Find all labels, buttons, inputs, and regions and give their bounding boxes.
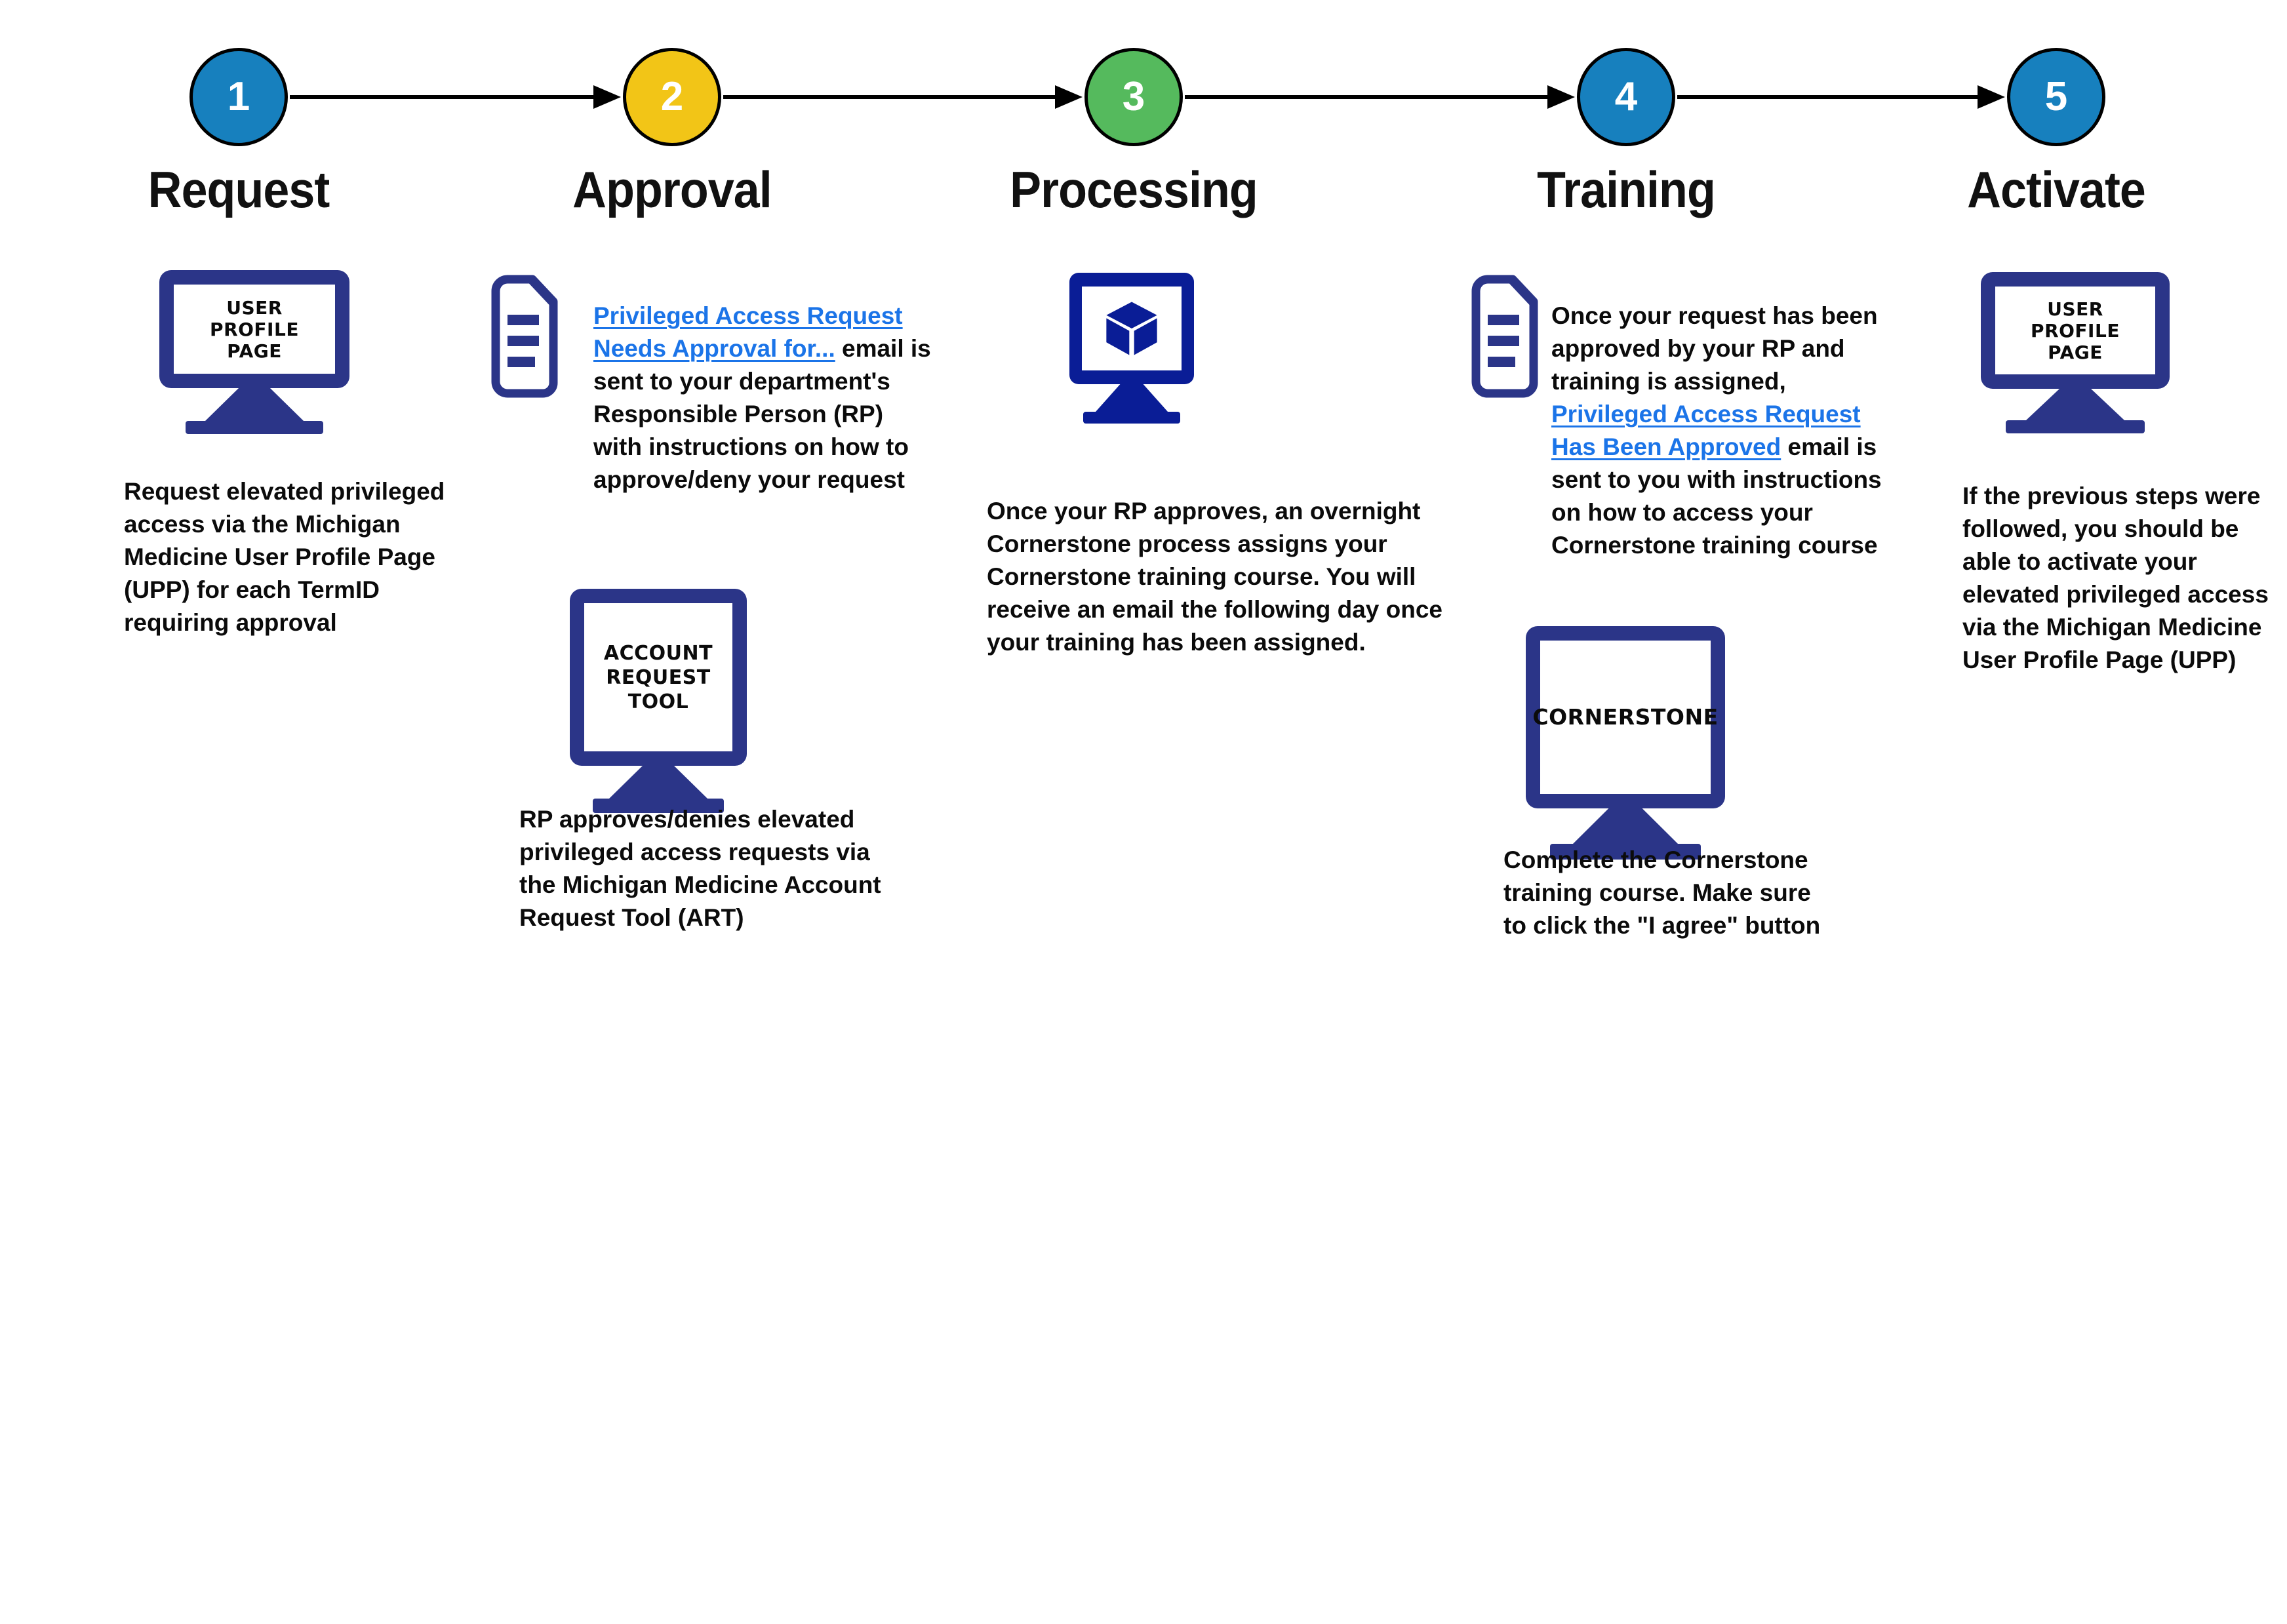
- step-circle-4: 4: [1577, 48, 1675, 146]
- step-circle-2: 2: [623, 48, 721, 146]
- email-document-icon: [491, 275, 558, 398]
- monitor-bezel: [1069, 273, 1194, 384]
- monitor-base: [1550, 844, 1701, 860]
- step-number-4: 4: [1614, 74, 1638, 119]
- monitor-icon-account-request-tool: ACCOUNT REQUEST TOOL: [570, 589, 747, 813]
- monitor-screen: USER PROFILE PAGE: [174, 285, 335, 374]
- monitor-bezel: ACCOUNT REQUEST TOOL: [570, 589, 747, 766]
- training-email-text: Once your request has been approved by y…: [1551, 300, 1892, 562]
- monitor-icon-user-profile-page: USER PROFILE PAGE: [1981, 272, 2170, 433]
- step-circle-5: 5: [2007, 48, 2105, 146]
- monitor-screen: [1082, 287, 1182, 370]
- cube-icon: [1106, 302, 1157, 355]
- monitor-screen-label: USER PROFILE PAGE: [210, 296, 299, 362]
- monitor-stand: [1096, 384, 1168, 412]
- monitor-bezel: CORNERSTONE: [1526, 626, 1725, 808]
- monitor-screen-label: ACCOUNT REQUEST TOOL: [603, 641, 713, 713]
- arrow-icon-1: [290, 85, 621, 109]
- training-email-text-after: email is sent to you with instructions o…: [1551, 433, 1882, 559]
- monitor-base: [1083, 412, 1180, 424]
- arrow-icon-3: [1185, 85, 1575, 109]
- step-number-3: 3: [1122, 74, 1145, 119]
- approval-email-text-after: email is sent to your department's Respo…: [593, 335, 931, 493]
- monitor-screen: CORNERSTONE: [1532, 641, 1718, 794]
- step-title-activate: Activate: [1967, 161, 2146, 218]
- monitor-stand: [1573, 808, 1678, 844]
- monitor-base: [186, 421, 323, 434]
- monitor-stand: [2026, 389, 2124, 420]
- arrow-icon-2: [723, 85, 1083, 109]
- monitor-screen: ACCOUNT REQUEST TOOL: [584, 603, 732, 751]
- training-email-text-before: Once your request has been approved by y…: [1551, 302, 1878, 395]
- request-description: Request elevated privileged access via t…: [124, 478, 445, 636]
- monitor-stand: [609, 766, 707, 799]
- monitor-icon-cornerstone: CORNERSTONE: [1526, 626, 1725, 860]
- step-title-approval: Approval: [572, 161, 772, 218]
- step-number-5: 5: [2044, 74, 2068, 119]
- approval-email-text: Privileged Access Request Needs Approval…: [593, 300, 934, 496]
- monitor-screen: USER PROFILE PAGE: [1995, 287, 2155, 374]
- step-circle-1: 1: [189, 48, 288, 146]
- monitor-stand: [205, 388, 304, 421]
- monitor-bezel: USER PROFILE PAGE: [1981, 272, 2170, 389]
- training-email-link[interactable]: Privileged Access Request Has Been Appro…: [1551, 401, 1861, 460]
- processing-description: Once your RP approves, an overnight Corn…: [987, 498, 1442, 656]
- monitor-screen-label: CORNERSTONE: [1532, 704, 1719, 730]
- step-number-2: 2: [660, 74, 684, 119]
- monitor-base: [2006, 420, 2145, 433]
- activate-description: If the previous steps were followed, you…: [1962, 483, 2269, 673]
- arrow-icon-4: [1677, 85, 2005, 109]
- step-title-processing: Processing: [1010, 161, 1258, 218]
- monitor-icon-processing: [1069, 273, 1194, 424]
- step-title-training: Training: [1537, 161, 1716, 218]
- training-cornerstone-description: Complete the Cornerstone training course…: [1503, 846, 1821, 939]
- step-number-1: 1: [227, 74, 250, 119]
- monitor-icon-user-profile-page: USER PROFILE PAGE: [159, 270, 349, 434]
- step-circle-3: 3: [1084, 48, 1183, 146]
- monitor-screen-label: USER PROFILE PAGE: [2031, 298, 2120, 363]
- approval-art-description: RP approves/denies elevated privileged a…: [519, 806, 881, 931]
- approval-email-link[interactable]: Privileged Access Request Needs Approval…: [593, 302, 903, 362]
- email-document-icon: [1471, 275, 1538, 398]
- monitor-bezel: USER PROFILE PAGE: [159, 270, 349, 388]
- step-title-request: Request: [148, 161, 330, 218]
- monitor-base: [593, 799, 724, 813]
